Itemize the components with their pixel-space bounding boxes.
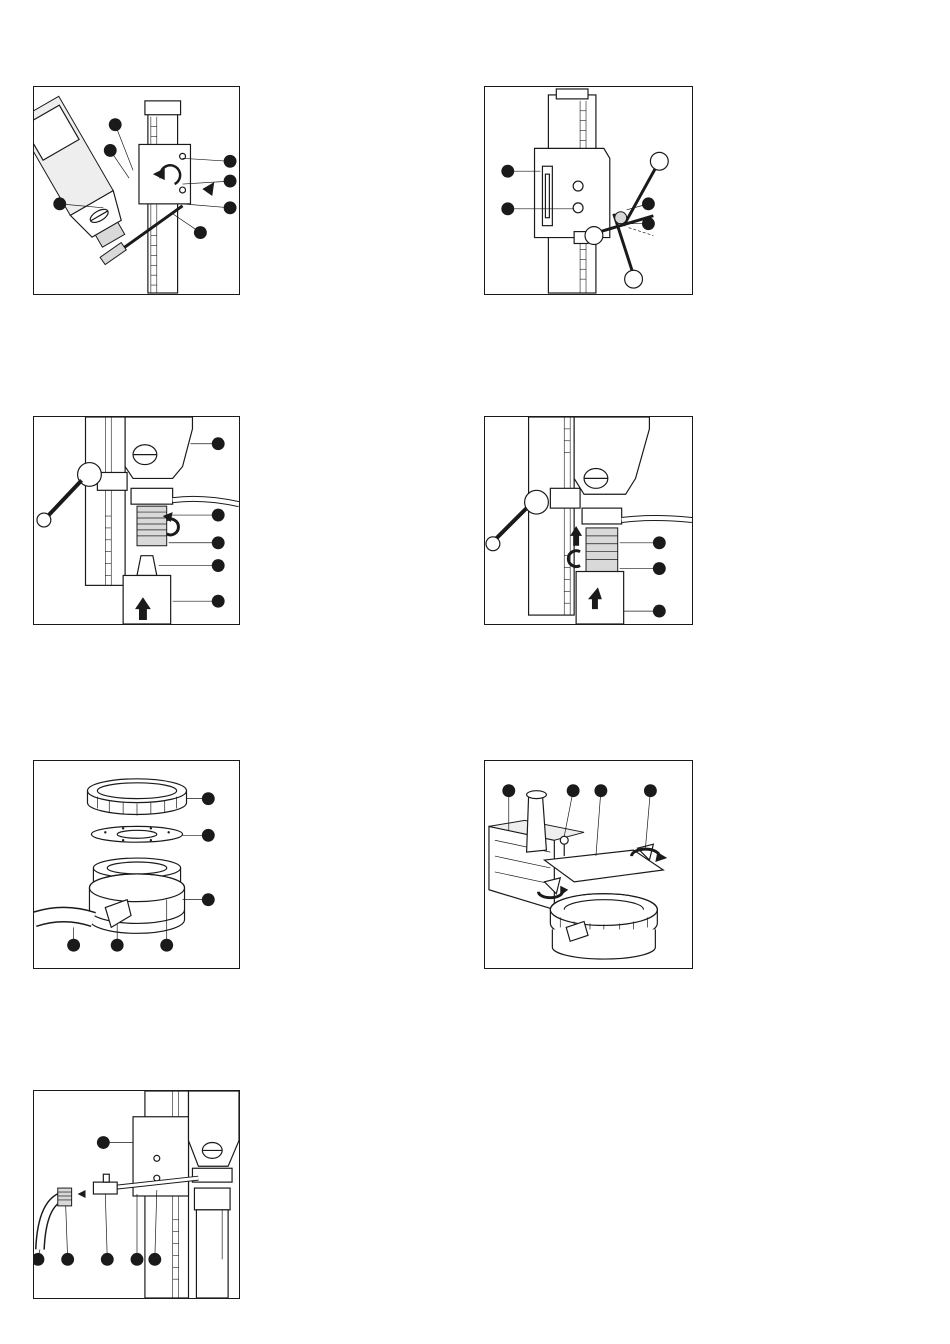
figure-4-core-bit-removal — [484, 416, 693, 625]
figure-6-illustration — [485, 761, 692, 968]
callout-markers — [653, 536, 666, 617]
figure-3-core-bit-mounting — [33, 416, 240, 625]
figure-7-illustration — [34, 1091, 239, 1298]
figure-4-illustration — [485, 417, 692, 624]
figure-2-illustration — [485, 87, 692, 294]
callout-markers — [502, 784, 657, 797]
figure-5-illustration — [34, 761, 239, 968]
figure-1-illustration — [34, 87, 239, 294]
figure-2-carriage-handle — [484, 86, 693, 295]
figure-1-tilted-motor — [33, 86, 240, 295]
figure-7-water-connection — [33, 1090, 240, 1299]
callout-markers — [212, 437, 225, 607]
figure-5-water-collector-parts — [33, 760, 240, 969]
figure-3-illustration — [34, 417, 239, 624]
figure-6-collector-on-base — [484, 760, 693, 969]
